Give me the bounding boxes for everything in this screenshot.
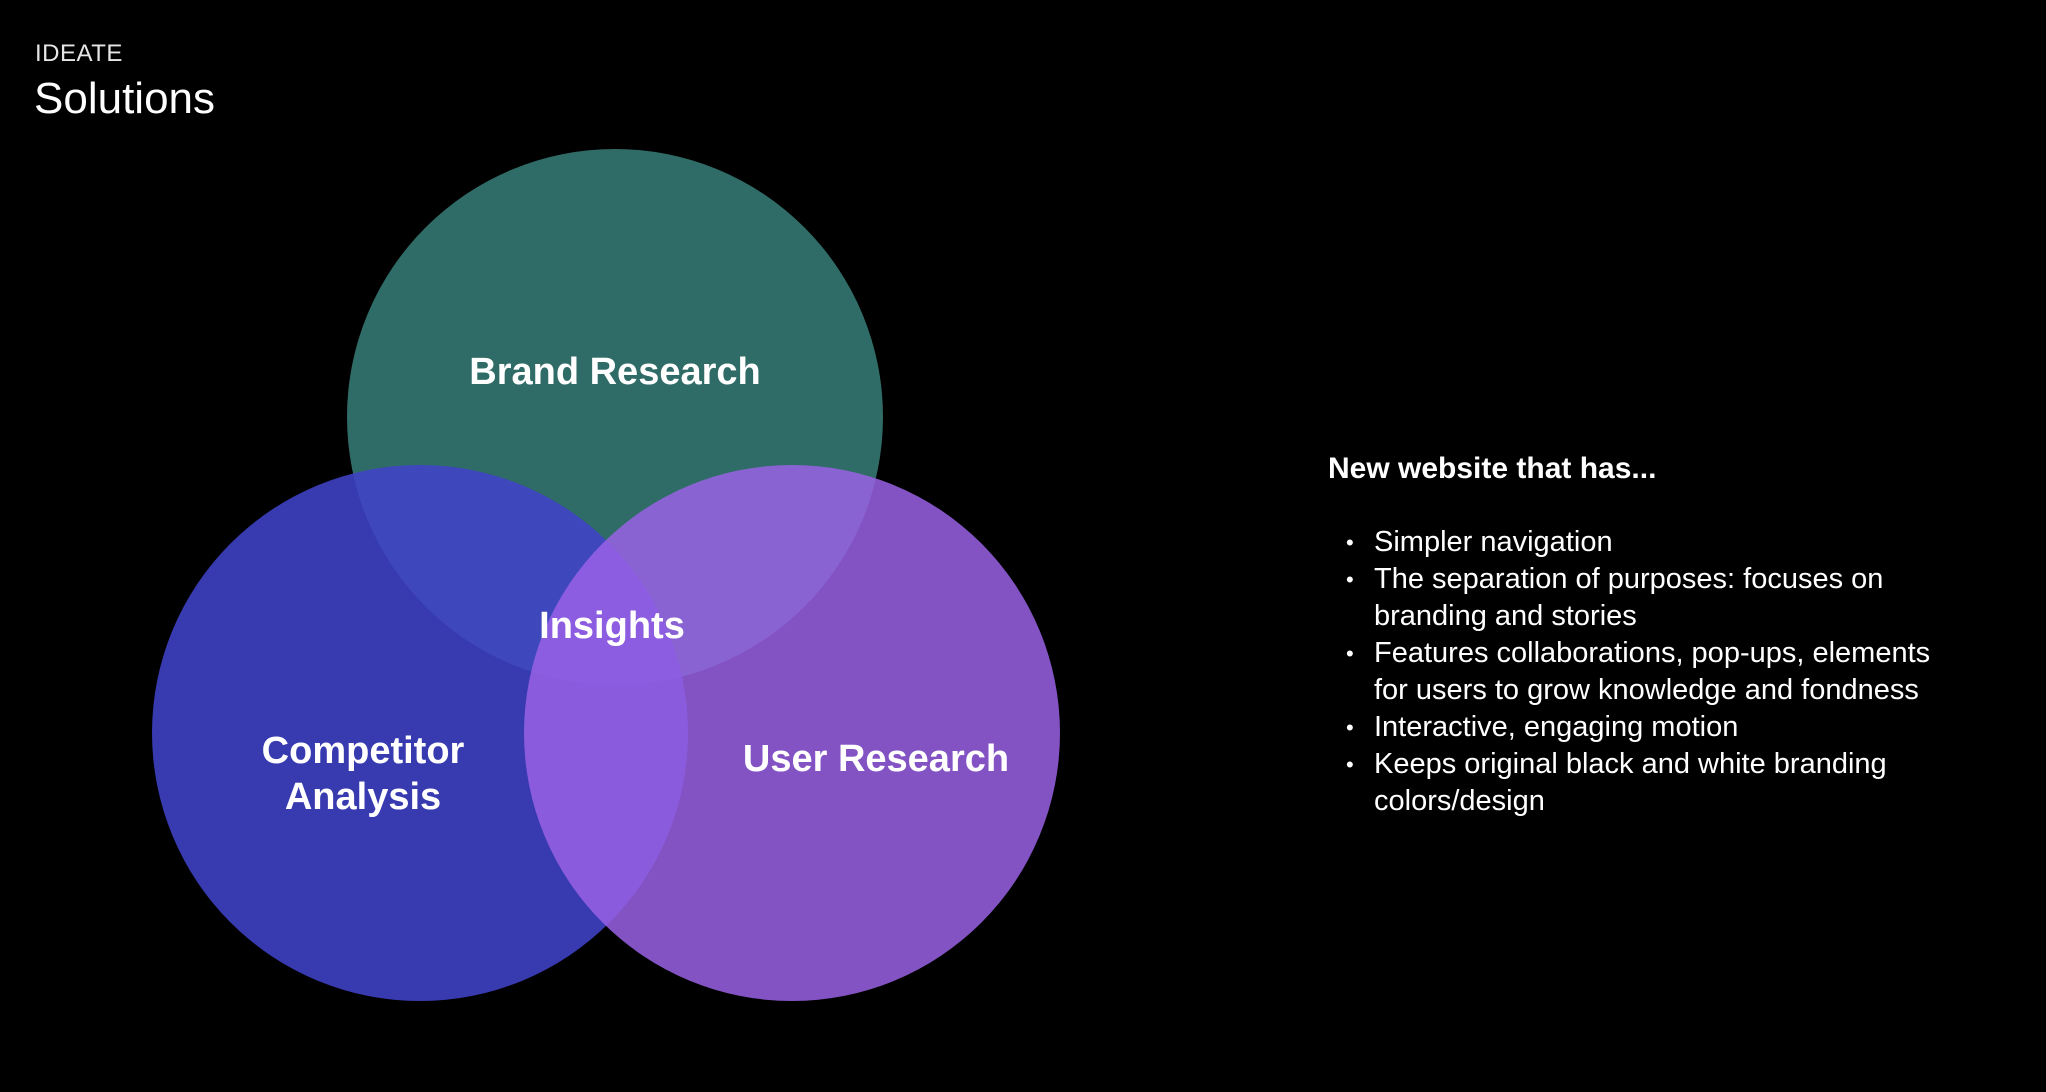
label-brand-research: Brand Research bbox=[469, 351, 760, 393]
label-insights: Insights bbox=[539, 605, 685, 647]
bullet-icon: • bbox=[1346, 530, 1354, 555]
list-item-text: Interactive, engaging motion bbox=[1374, 711, 1739, 743]
list-item: • Interactive, engaging motion bbox=[1328, 709, 2008, 746]
list-item: • Simpler navigation bbox=[1328, 524, 2008, 561]
bullet-icon: • bbox=[1346, 641, 1354, 666]
bullet-icon: • bbox=[1346, 567, 1354, 592]
list-item-text-cont: for users to grow knowledge and fondness bbox=[1374, 674, 1919, 706]
page-title: Solutions bbox=[34, 74, 216, 123]
list-item-text: The separation of purposes: focuses on bbox=[1374, 563, 1884, 595]
bullet-icon: • bbox=[1346, 715, 1354, 740]
list-item-text-cont: colors/design bbox=[1374, 785, 1545, 817]
list-item: • Keeps original black and white brandin… bbox=[1328, 746, 2008, 820]
label-competitor-line1: Competitor bbox=[262, 730, 465, 772]
eyebrow-label: IDEATE bbox=[35, 40, 123, 67]
list-item-text: Keeps original black and white branding bbox=[1374, 748, 1887, 780]
circle-user-research bbox=[524, 465, 1060, 1001]
list-item-text: Simpler navigation bbox=[1374, 526, 1613, 558]
list-item-text: Features collaborations, pop-ups, elemen… bbox=[1374, 637, 1931, 669]
solutions-list: • Simpler navigation • The separation of… bbox=[1328, 524, 2008, 820]
list-item-text-cont: branding and stories bbox=[1374, 600, 1637, 632]
panel-heading: New website that has... bbox=[1328, 452, 1657, 485]
label-user-research: User Research bbox=[743, 738, 1009, 780]
solutions-panel: New website that has... • Simpler naviga… bbox=[1328, 452, 2008, 820]
label-competitor-line2: Analysis bbox=[285, 776, 441, 818]
bullet-icon: • bbox=[1346, 752, 1354, 777]
circle-competitor-analysis bbox=[152, 465, 688, 1001]
list-item: • The separation of purposes: focuses on… bbox=[1328, 561, 2008, 635]
list-item: • Features collaborations, pop-ups, elem… bbox=[1328, 635, 2008, 709]
